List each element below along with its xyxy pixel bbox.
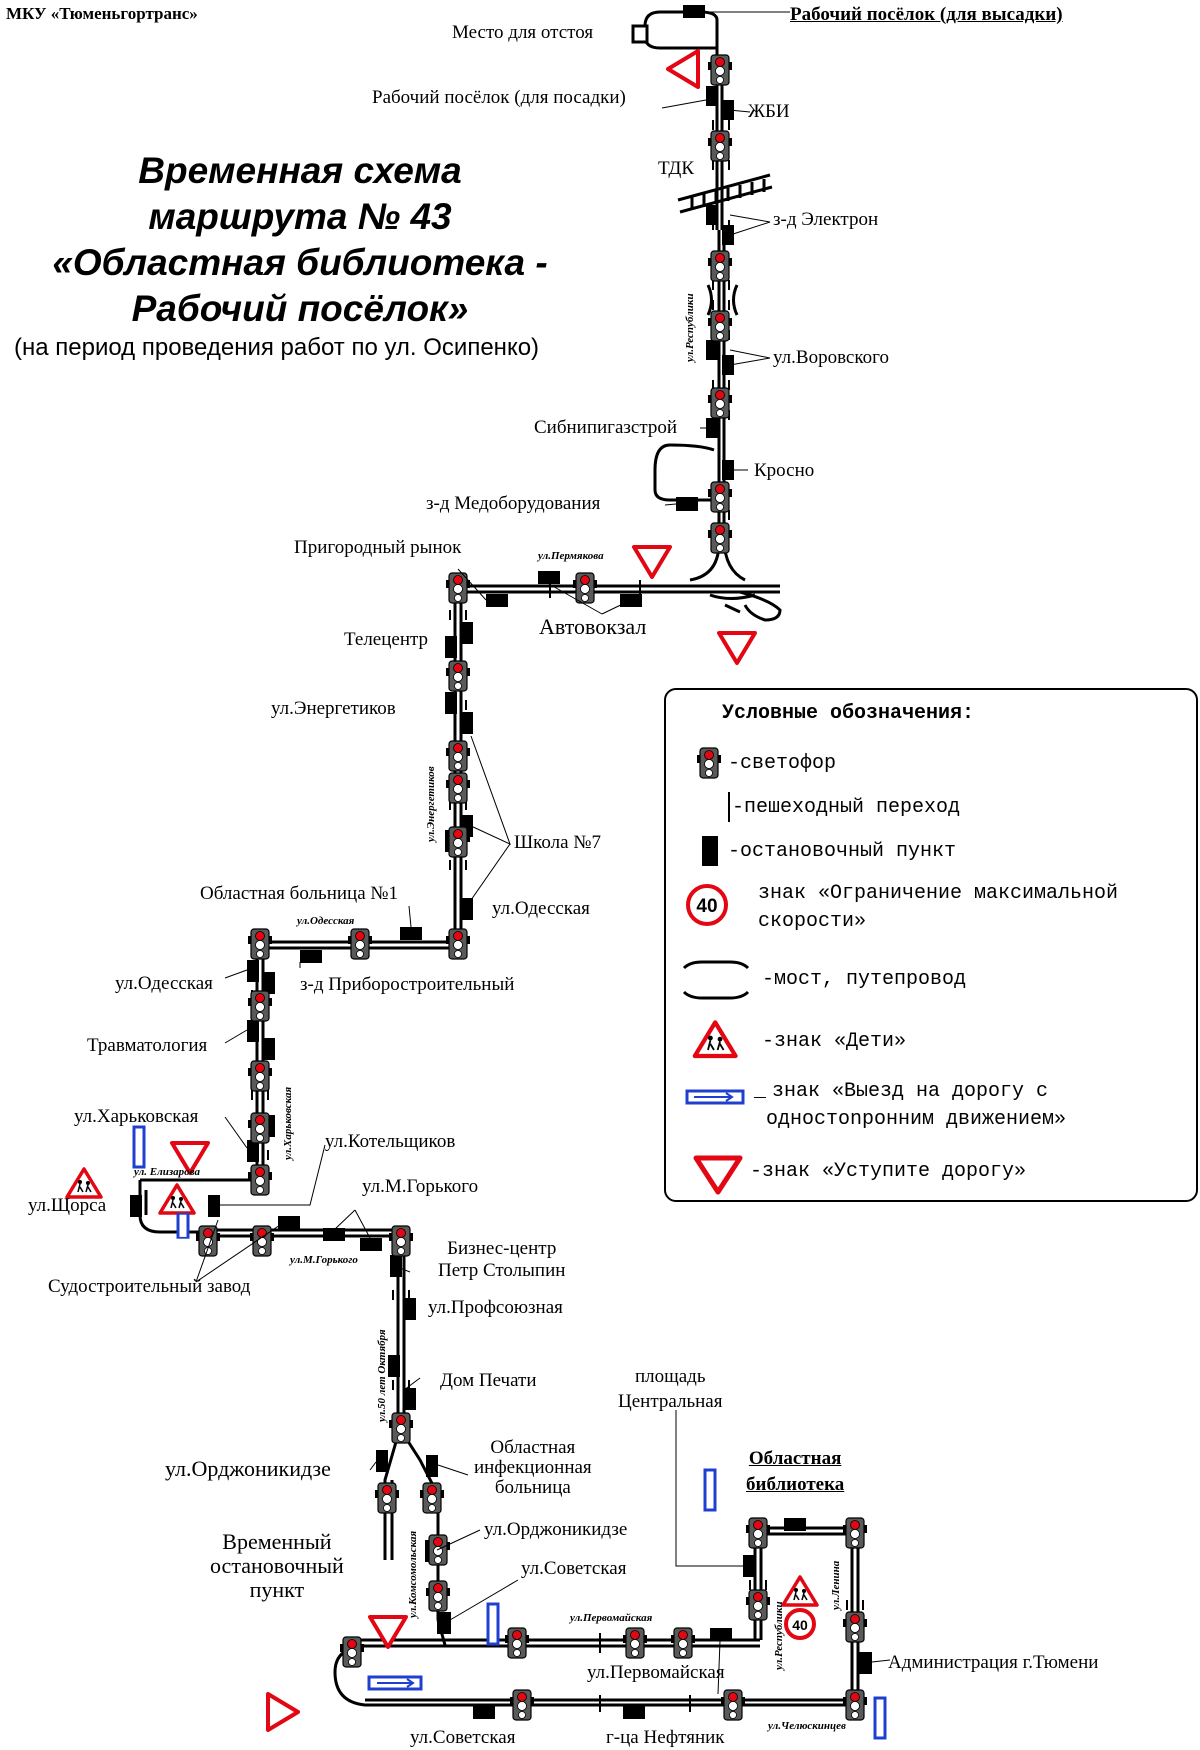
stop-label-odesskaya-right: ул.Одесская bbox=[492, 898, 590, 919]
bus-stop-icon bbox=[702, 836, 718, 866]
stop-label-rabochiy-drop: Рабочий посёлок (для высадки) bbox=[790, 4, 1063, 25]
stop-label-neftyanik: г-ца Нефтяник bbox=[606, 1727, 725, 1748]
stop-label-krosno: Кросно bbox=[754, 460, 815, 481]
stop-label-sovetskaya-top: ул.Советская bbox=[521, 1558, 627, 1579]
title-line-3: «Областная библиотека - bbox=[52, 242, 548, 283]
legend-title: Условные обозначения: bbox=[722, 702, 975, 725]
stop-label-infek-line1: Областная bbox=[490, 1437, 576, 1458]
traffic-light-icon bbox=[696, 747, 722, 779]
street-label-odesskaya: ул.Одесская bbox=[297, 915, 355, 927]
stop-label-ploshad-line1: площадь bbox=[634, 1366, 706, 1387]
street-label-elizarova: ул. Елизарова bbox=[134, 1166, 200, 1178]
stop-label-telecentr: Телецентр bbox=[344, 629, 429, 650]
stop-label-ploshad: площадь Центральная bbox=[618, 1364, 722, 1414]
legend-speed-line2: скорости» bbox=[758, 910, 867, 933]
stop-label-ploshad-line2: Центральная bbox=[618, 1391, 723, 1412]
stop-label-biblioteka: Областная библиотека bbox=[746, 1446, 844, 1498]
page-title: Временная схема маршрута № 43 «Областная… bbox=[20, 148, 580, 332]
one-way-sign-icon bbox=[685, 1089, 745, 1105]
legend-panel: Условные обозначения: -светофор -пешеход… bbox=[664, 688, 1198, 1202]
legend-crosswalk-label: -пешеходный переход bbox=[732, 796, 961, 819]
stop-label-infek-line3: больница bbox=[494, 1477, 571, 1498]
stop-label-schorsa: ул.Щорса bbox=[28, 1195, 107, 1216]
organization-name: МКУ «Тюменьгортранс» bbox=[6, 4, 198, 23]
street-label-respubliki-south: ул.Республики bbox=[773, 1601, 785, 1670]
stop-label-pervomayskaya: ул.Первомайская bbox=[587, 1662, 725, 1683]
speed-limit-icon: 40 bbox=[686, 884, 728, 926]
street-label-komsomolskaya: ул.Комсомольская bbox=[407, 1530, 419, 1618]
street-label-lenina: ул.Ленина bbox=[830, 1560, 842, 1610]
stop-label-biznes-line2: Петр Столыпин bbox=[438, 1260, 566, 1281]
stop-label-biblioteka-line2: библиотека bbox=[746, 1474, 845, 1495]
legend-speed-value: 40 bbox=[696, 896, 717, 917]
stop-label-dompechati: Дом Печати bbox=[440, 1370, 537, 1391]
bridge-icon bbox=[677, 173, 773, 614]
speed-limit-value: 40 bbox=[792, 1617, 808, 1633]
legend-children-label: -знак «Дети» bbox=[762, 1030, 907, 1053]
stop-label-rabochiy-pick: Рабочий посёлок (для посадки) bbox=[372, 87, 626, 108]
stop-label-energetikov: ул.Энергетиков bbox=[271, 698, 396, 719]
leader-lines bbox=[195, 11, 891, 1695]
stop-label-sovetskaya-bottom: ул.Советская bbox=[410, 1727, 516, 1748]
stop-label-infek: Областная инфекционная больница bbox=[474, 1438, 592, 1498]
street-label-oktyabrya: ул.50 лет Октября bbox=[376, 1329, 388, 1422]
stop-label-elektron: з-д Электрон bbox=[773, 209, 879, 230]
title-line-2: маршрута № 43 bbox=[148, 196, 452, 237]
title-line-4: Рабочий посёлок» bbox=[131, 288, 469, 329]
stop-label-odesskaya-left: ул.Одесская bbox=[115, 973, 213, 994]
stop-label-prigorodny: Пригородный рынок bbox=[294, 537, 462, 558]
stop-label-travmat: Травматология bbox=[87, 1035, 208, 1056]
stop-label-medoborud: з-д Медоборудования bbox=[426, 493, 601, 514]
stop-label-zhbi: ЖБИ bbox=[748, 101, 790, 122]
stop-label-admin: Администрация г.Тюмени bbox=[888, 1652, 1099, 1673]
title-line-1: Временная схема bbox=[138, 150, 462, 191]
stop-label-sudostroit: Судостроительный завод bbox=[48, 1276, 251, 1297]
stop-label-temp-line1: Временный bbox=[222, 1529, 332, 1554]
street-label-energetikov: ул.Энергетиков bbox=[425, 766, 437, 842]
legend-oneway-line2: одностоnронним движением» bbox=[766, 1108, 1067, 1131]
stop-label-profsoyuz: ул.Профсоюзная bbox=[428, 1297, 563, 1318]
stop-label-biznes-line1: Бизнес-центр bbox=[447, 1238, 557, 1259]
stop-label-harkovskaya: ул.Харьковская bbox=[74, 1106, 199, 1127]
stop-label-mgorkogo: ул.М.Горького bbox=[362, 1176, 479, 1197]
stop-label-sibnipi: Сибнипигазстрой bbox=[534, 417, 678, 438]
yield-sign-icon bbox=[693, 1155, 743, 1195]
stop-label-temp: Временный остановочный пункт bbox=[210, 1530, 344, 1602]
stop-label-temp-line3: пункт bbox=[249, 1577, 305, 1602]
stop-label-infek-line2: инфекционная bbox=[474, 1457, 592, 1478]
stop-label-pribor: з-д Приборостроительный bbox=[300, 974, 515, 995]
stop-label-biznes: Бизнес-центр Петр Столыпин bbox=[438, 1238, 565, 1282]
stop-label-avtovokzal: Автовокзал bbox=[539, 614, 647, 639]
street-label-pervomayskaya: ул.Первомайская bbox=[570, 1612, 653, 1624]
street-label-mgorkogo: ул.М.Горького bbox=[290, 1254, 358, 1266]
stop-label-temp-line2: остановочный bbox=[210, 1553, 344, 1578]
stops bbox=[130, 5, 872, 1719]
stop-label-vorovskogo: ул.Воровского bbox=[773, 347, 889, 368]
street-label-respubliki-north: ул.Республики bbox=[684, 293, 696, 362]
legend-oneway-line1: знак «Выезд на дорогу с bbox=[772, 1080, 1049, 1103]
stop-label-depot: Место для отстоя bbox=[452, 22, 594, 43]
children-sign-icon bbox=[690, 1020, 740, 1060]
legend-traffic-light-label: -светофор bbox=[728, 752, 837, 775]
legend-speed-line1: знак «Ограничение максимальной bbox=[758, 882, 1119, 905]
stop-label-bolnica1: Областная больница №1 bbox=[200, 883, 399, 904]
stop-label-ordzh: ул.Орджоникидзе bbox=[484, 1519, 628, 1540]
legend-bridge-label: -мост, путепровод bbox=[762, 968, 967, 991]
stop-label-tdk: ТДК bbox=[658, 158, 695, 179]
legend-yield-label: -знак «Уступите дорогу» bbox=[750, 1160, 1027, 1183]
stop-label-ordzh-big: ул.Орджоникидзе bbox=[165, 1456, 331, 1481]
legend-oneway-dash: _ bbox=[754, 1080, 767, 1103]
stop-label-shkola7: Школа №7 bbox=[514, 832, 601, 853]
stop-label-biblioteka-line1: Областная bbox=[748, 1448, 842, 1469]
page-subtitle: (на период проведения работ по ул. Осипе… bbox=[14, 334, 540, 361]
stop-label-kotelshikov: ул.Котельщиков bbox=[325, 1131, 456, 1152]
legend-stop-label: -остановочный пункт bbox=[728, 840, 957, 863]
street-label-permyakova: ул.Пермякова bbox=[538, 550, 604, 562]
bridge-icon bbox=[682, 960, 750, 1000]
street-label-harkovskaya: ул.Харьковская bbox=[282, 1086, 294, 1160]
speed-limit-icon: 40 bbox=[784, 1608, 816, 1640]
street-label-chelyuskincev: ул.Челюскинцев bbox=[768, 1720, 846, 1732]
crosswalk-icon bbox=[728, 792, 730, 822]
